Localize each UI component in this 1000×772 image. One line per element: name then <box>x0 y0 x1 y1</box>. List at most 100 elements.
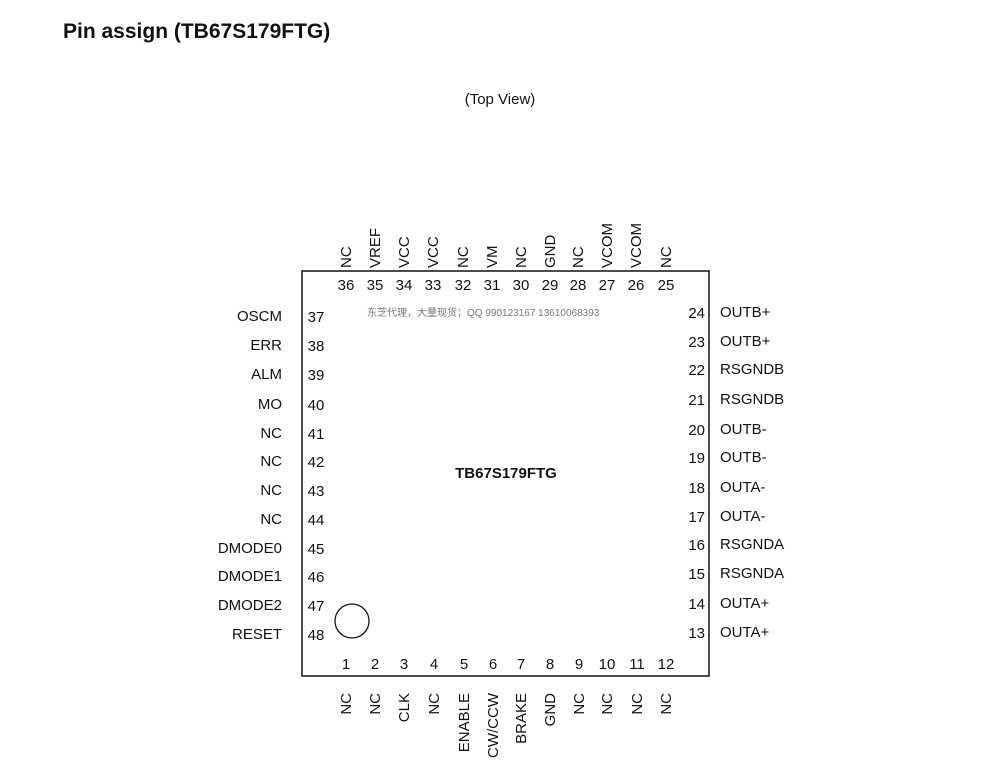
pin-label-bottom: BRAKE <box>513 693 530 744</box>
pin-label-top: NC <box>658 246 675 268</box>
pin-label-bottom: NC <box>426 693 443 715</box>
pin-number-bottom: 11 <box>629 656 645 673</box>
pin-number-bottom: 4 <box>430 656 438 673</box>
pin-label-right: RSGNDA <box>720 565 784 582</box>
pin-label-bottom: GND <box>542 693 559 727</box>
pin-number-left: 42 <box>308 454 325 471</box>
pin-label-top: VCOM <box>599 223 616 268</box>
pin-label-top: NC <box>338 246 355 268</box>
pin-label-left: NC <box>260 425 282 442</box>
pin-label-bottom: CLK <box>396 693 413 722</box>
pin-label-right: RSGNDB <box>720 391 784 408</box>
pin-number-left: 48 <box>308 627 325 644</box>
pin-number-bottom: 12 <box>658 656 675 673</box>
pin-label-bottom: NC <box>338 693 355 715</box>
pin-number-bottom: 5 <box>460 656 468 673</box>
pin-label-right: RSGNDA <box>720 536 784 553</box>
pin-label-bottom: NC <box>599 693 616 715</box>
pin-number-left: 38 <box>308 338 325 355</box>
pin-label-bottom: NC <box>658 693 675 715</box>
pin-number-left: 37 <box>308 309 325 326</box>
pin-number-top: 35 <box>367 277 384 294</box>
pin-number-right: 21 <box>688 392 705 409</box>
pin-label-bottom: CW/CCW <box>485 692 502 758</box>
pin-label-top: GND <box>542 235 559 269</box>
pin-number-bottom: 9 <box>575 656 583 673</box>
pin-number-right: 24 <box>688 305 705 322</box>
pin-label-bottom: NC <box>571 693 588 715</box>
pin-label-left: DMODE0 <box>218 540 282 557</box>
pin-label-left: ERR <box>250 337 282 354</box>
pin-label-left: DMODE2 <box>218 597 282 614</box>
watermark-text: 东芝代理，大量现货；QQ 990123167 13610068393 <box>367 306 600 319</box>
pin-label-top: VM <box>484 246 501 269</box>
pin-number-top: 28 <box>570 277 587 294</box>
pin-label-left: NC <box>260 453 282 470</box>
pin-number-top: 26 <box>628 277 645 294</box>
pin-number-left: 46 <box>308 569 325 586</box>
chip-package-outline <box>301 270 710 677</box>
chip-label: TB67S179FTG <box>455 465 557 482</box>
pin-label-right: OUTA- <box>720 479 766 496</box>
pin-number-left: 47 <box>308 598 325 615</box>
pin-number-left: 44 <box>308 512 325 529</box>
pin-number-bottom: 3 <box>400 656 408 673</box>
pin-label-left: DMODE1 <box>218 568 282 585</box>
pin-number-top: 32 <box>455 277 472 294</box>
pin-number-right: 15 <box>688 566 705 583</box>
pin-label-top: VCC <box>425 236 442 268</box>
pin-number-bottom: 8 <box>546 656 554 673</box>
pin-number-top: 27 <box>599 277 616 294</box>
pin-label-top: VREF <box>367 228 384 268</box>
pin-label-right: OUTB- <box>720 449 767 466</box>
pin-number-top: 33 <box>425 277 442 294</box>
pin-number-right: 18 <box>688 480 705 497</box>
pin-number-top: 34 <box>396 277 413 294</box>
pin-label-bottom: ENABLE <box>456 693 473 752</box>
pin-label-left: OSCM <box>237 308 282 325</box>
pin-label-right: OUTB+ <box>720 333 771 350</box>
pin-number-top: 29 <box>542 277 559 294</box>
pin-number-left: 41 <box>308 426 325 443</box>
pin-label-right: OUTA- <box>720 508 766 525</box>
pin-label-top: VCC <box>396 236 413 268</box>
pin-number-left: 40 <box>308 397 325 414</box>
pin-label-bottom: NC <box>367 693 384 715</box>
pin-label-bottom: NC <box>629 693 646 715</box>
pin-label-left: ALM <box>251 366 282 383</box>
pin-label-top: NC <box>455 246 472 268</box>
pin-number-top: 36 <box>338 277 355 294</box>
pin-number-right: 13 <box>688 625 705 642</box>
pin-number-right: 23 <box>688 334 705 351</box>
pin-number-right: 14 <box>688 596 705 613</box>
pin-label-top: VCOM <box>628 223 645 268</box>
pin-label-top: NC <box>513 246 530 268</box>
pin-number-bottom: 7 <box>517 656 525 673</box>
pin-number-top: 31 <box>484 277 501 294</box>
pin-number-bottom: 10 <box>599 656 616 673</box>
view-label: (Top View) <box>464 91 536 108</box>
pin-number-top: 25 <box>658 277 675 294</box>
pin-number-right: 16 <box>688 537 705 554</box>
pin-number-left: 43 <box>308 483 325 500</box>
pin-label-left: MO <box>258 396 282 413</box>
pin-number-right: 20 <box>688 422 705 439</box>
pin-number-right: 19 <box>688 450 705 467</box>
pin-label-right: OUTA+ <box>720 595 770 612</box>
pin-label-right: OUTA+ <box>720 624 770 641</box>
pin-label-right: OUTB+ <box>720 304 771 321</box>
pin-number-left: 39 <box>308 367 325 384</box>
pin-label-left: NC <box>260 511 282 528</box>
page-title: Pin assign (TB67S179FTG) <box>63 20 331 43</box>
pin-number-right: 17 <box>688 509 705 526</box>
pin-number-right: 22 <box>688 362 705 379</box>
pin-number-bottom: 6 <box>489 656 497 673</box>
pin-label-top: NC <box>570 246 587 268</box>
pin-label-left: NC <box>260 482 282 499</box>
pin-group: 36NC35VREF34VCC33VCC32NC31VM30NC29GND28N… <box>218 223 784 758</box>
pin-label-right: RSGNDB <box>720 361 784 378</box>
pin-number-bottom: 1 <box>342 656 350 673</box>
pin-number-left: 45 <box>308 541 325 558</box>
pin1-index-mark <box>334 603 370 639</box>
